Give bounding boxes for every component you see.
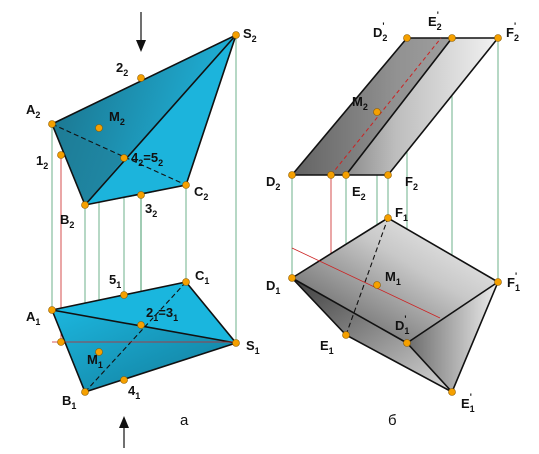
edges-b1 <box>291 217 500 394</box>
point-c2 <box>182 181 190 189</box>
label-2-2: 22 <box>116 60 128 78</box>
label-f1: F1 <box>395 205 408 223</box>
label-4-1: 41 <box>128 383 140 401</box>
label-f1-prime: F1' <box>507 271 520 293</box>
red-dashed-b2 <box>330 37 442 176</box>
label-m1: M1 <box>87 352 103 370</box>
point-d1-prime <box>403 339 411 347</box>
label-d1: D1 <box>266 278 280 296</box>
face-a1-c1-s1 <box>52 282 236 343</box>
face-a1-s1-b1 <box>52 310 236 392</box>
view-arrow-top <box>136 12 146 52</box>
point-m1-b <box>373 281 381 289</box>
points-b <box>288 34 502 396</box>
caption-a: а <box>180 412 189 429</box>
label-e2: E2 <box>352 184 366 202</box>
label-b1: B1 <box>62 393 76 411</box>
point-m1 <box>95 348 103 356</box>
point-e2 <box>342 171 350 179</box>
label-d1-prime: D1' <box>395 314 409 336</box>
point-s1 <box>232 339 240 347</box>
point-5-1 <box>120 291 128 299</box>
point-e2-prime <box>448 34 456 42</box>
point-4-5-2 <box>120 154 128 162</box>
label-e2-prime: E2' <box>428 10 442 32</box>
red-line-m1 <box>291 247 441 319</box>
point-f2-prime <box>494 34 502 42</box>
point-a1 <box>48 306 56 314</box>
point-m2-b <box>373 108 381 116</box>
label-2-3-1: 21=31 <box>146 305 178 323</box>
label-s2: S2 <box>243 26 257 44</box>
label-c1: C1 <box>195 268 209 286</box>
prism-top-face <box>292 218 498 343</box>
point-s2 <box>232 31 240 39</box>
figure-a: A2 S2 22 M2 12 42=52 C2 32 B2 C1 51 A1 2… <box>26 12 260 448</box>
point-f1-prime <box>494 278 502 286</box>
label-b2: B2 <box>60 212 74 230</box>
point-d2-prime <box>403 34 411 42</box>
label-1-2: 12 <box>36 153 48 171</box>
point-e1-prime <box>448 388 456 396</box>
hidden-edge-e1f1 <box>345 217 389 336</box>
label-c2: C2 <box>194 184 208 202</box>
view-arrow-bottom <box>119 416 129 448</box>
prism-side-face-2 <box>407 282 498 392</box>
label-e1-prime: E1' <box>461 392 475 414</box>
point-red-2 <box>327 171 335 179</box>
label-a2: A2 <box>26 102 40 120</box>
point-1-2 <box>57 151 65 159</box>
point-d1 <box>288 274 296 282</box>
point-d2 <box>288 171 296 179</box>
label-5-1: 51 <box>109 272 121 290</box>
point-3-2 <box>137 191 145 199</box>
point-c1 <box>182 278 190 286</box>
point-1-1 <box>57 338 65 346</box>
point-4-1 <box>120 376 128 384</box>
point-m2 <box>95 124 103 132</box>
point-e1 <box>342 331 350 339</box>
point-f2 <box>384 171 392 179</box>
label-d2: D2 <box>266 174 280 192</box>
labels-b: D2' E2' F2' M2 D2 E2 F2 F1 D1 M1 F1' D1'… <box>266 10 520 429</box>
label-m1-b: M1 <box>385 269 401 287</box>
label-s1: S1 <box>246 338 260 356</box>
label-3-2: 32 <box>145 201 157 219</box>
labels-a: A2 S2 22 M2 12 42=52 C2 32 B2 C1 51 A1 2… <box>26 26 260 429</box>
hidden-edge-b1c1 <box>84 281 187 393</box>
label-f2: F2 <box>405 174 418 192</box>
prism-front-shade <box>292 38 452 175</box>
label-d2-prime: D2' <box>373 21 387 43</box>
label-m2: M2 <box>109 109 125 127</box>
point-2-2 <box>137 74 145 82</box>
figure-b: D2' E2' F2' M2 D2 E2 F2 F1 D1 M1 F1' D1'… <box>266 10 520 429</box>
face-shade <box>52 124 124 205</box>
point-b1 <box>81 388 89 396</box>
point-a2 <box>48 120 56 128</box>
label-m2-b: M2 <box>352 94 368 112</box>
points-a <box>48 31 240 396</box>
point-2-3-1 <box>137 321 145 329</box>
label-a1: A1 <box>26 309 40 327</box>
point-b2 <box>81 201 89 209</box>
label-e1: E1 <box>320 338 334 356</box>
label-4-5-2: 42=52 <box>131 150 163 168</box>
caption-b: б <box>388 412 397 429</box>
prism-side-face-1 <box>292 278 452 392</box>
hidden-edge-a2c2 <box>51 123 187 186</box>
label-f2-prime: F2' <box>506 21 519 43</box>
point-f1 <box>384 214 392 222</box>
